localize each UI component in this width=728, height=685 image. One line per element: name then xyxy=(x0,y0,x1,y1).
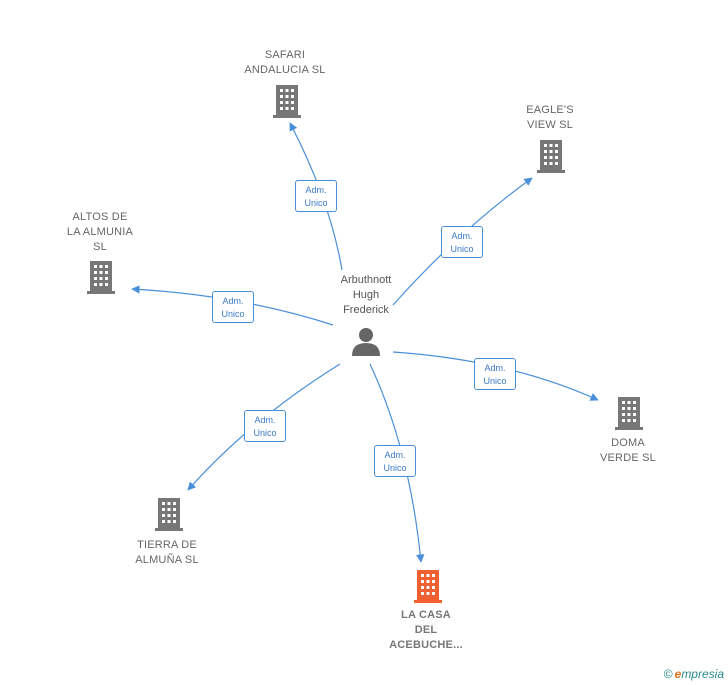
company-label-tierra[interactable]: TIERRA DE ALMUÑA SL xyxy=(135,539,199,566)
edge-label-eagles: Adm. Unico xyxy=(441,226,483,258)
copyright-symbol: © xyxy=(663,667,673,681)
edge-label-safari: Adm. Unico xyxy=(295,180,337,212)
company-label-altos[interactable]: ALTOS DE LA ALMUNIA SL xyxy=(66,211,134,253)
building-icon-safari[interactable] xyxy=(273,85,301,118)
edge-label-altos: Adm. Unico xyxy=(212,291,254,323)
edge-label-tierra: Adm. Unico xyxy=(244,410,286,442)
company-label-safari[interactable]: SAFARI ANDALUCIA SL xyxy=(244,49,326,76)
empresia-watermark: ©empresia xyxy=(664,667,724,681)
edge-label-doma: Adm. Unico xyxy=(474,358,516,390)
brand-initial: e xyxy=(674,667,682,681)
company-label-doma[interactable]: DOMA VERDE SL xyxy=(599,437,656,464)
building-icon-eagles[interactable] xyxy=(537,140,565,173)
building-icon-altos[interactable] xyxy=(87,261,115,294)
brand-name: mpresia xyxy=(681,667,724,681)
building-icon-doma[interactable] xyxy=(615,397,643,430)
company-label-lacasa[interactable]: LA CASA DEL ACEBUCHE... xyxy=(389,609,463,651)
edge-label-lacasa: Adm. Unico xyxy=(374,445,416,477)
building-icon-tierra[interactable] xyxy=(155,498,183,531)
building-icon-lacasa[interactable] xyxy=(414,570,442,603)
company-label-eagles[interactable]: EAGLE'S VIEW SL xyxy=(526,104,574,131)
person-icon[interactable] xyxy=(352,328,380,356)
person-name[interactable]: Arbuthnott Hugh Frederick xyxy=(340,274,392,316)
